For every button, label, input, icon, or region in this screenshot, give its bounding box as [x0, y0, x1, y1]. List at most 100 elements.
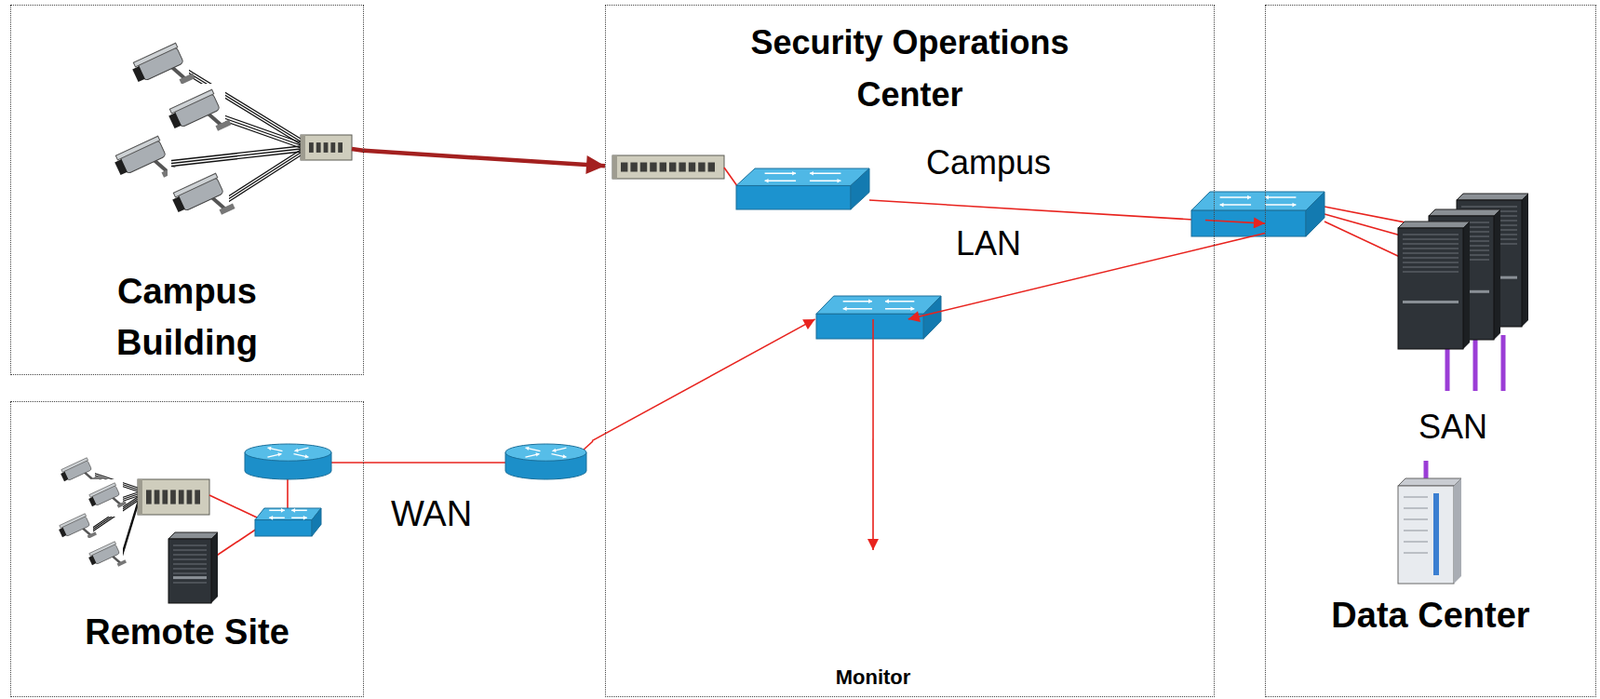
server-side — [1493, 209, 1501, 340]
network-link — [363, 150, 606, 167]
storage-side — [1453, 478, 1462, 584]
building-window — [1520, 343, 1542, 366]
building-window — [1411, 174, 1431, 198]
rack-port — [640, 162, 647, 173]
monitor-button — [924, 644, 942, 650]
wire — [1324, 221, 1400, 257]
cloud-label: SAN — [1418, 406, 1488, 447]
rack-port — [194, 489, 201, 504]
wire — [869, 200, 1194, 220]
building-window — [1333, 421, 1347, 439]
storage-slot — [1403, 519, 1428, 521]
icon-arrow — [1220, 196, 1251, 199]
control-room-photo — [624, 280, 1192, 666]
server-side — [1521, 193, 1529, 327]
wire — [582, 441, 593, 451]
desk-screen — [1009, 485, 1059, 527]
server-slot — [173, 554, 207, 556]
camera-base — [215, 119, 232, 131]
rack-port — [187, 489, 193, 504]
camera-icon — [109, 130, 178, 194]
server-side — [211, 532, 218, 604]
switch-side — [1305, 191, 1325, 237]
camera-base — [117, 500, 127, 508]
server-rack — [168, 532, 218, 604]
wire — [221, 114, 301, 143]
camera-base — [219, 202, 236, 215]
server-slot — [1402, 243, 1459, 245]
building-window — [1356, 435, 1375, 458]
photo-console — [642, 402, 1188, 526]
icon-arrowhead — [1291, 202, 1296, 208]
rack-port — [323, 142, 329, 153]
rack-port — [708, 162, 715, 173]
wire — [225, 149, 301, 199]
front-desk — [624, 537, 973, 666]
server-slot — [173, 568, 207, 570]
building-window — [57, 571, 68, 581]
console-screen — [1114, 403, 1146, 427]
rack-port — [330, 142, 336, 153]
camera-base — [179, 72, 196, 84]
camera-body-group — [166, 88, 232, 148]
icon-arrowhead — [1220, 202, 1224, 208]
switch-front — [1191, 210, 1306, 237]
router-icon — [244, 443, 332, 480]
camera-icon — [85, 537, 127, 577]
encoder-rack — [300, 134, 352, 161]
building-wall — [1285, 341, 1372, 566]
server-slot — [1402, 248, 1459, 250]
rack-port — [161, 489, 168, 504]
monitor-outline — [793, 550, 953, 658]
building-window — [1384, 361, 1403, 384]
building-window — [1411, 137, 1431, 161]
building-window — [1356, 361, 1375, 384]
person-body — [709, 484, 734, 522]
server-top — [1398, 221, 1470, 229]
console-screen — [806, 425, 839, 448]
building-window — [1439, 174, 1459, 198]
rack-case — [612, 155, 725, 179]
building-window — [1313, 451, 1327, 469]
console-screen — [755, 428, 788, 451]
screen-figure — [879, 589, 888, 608]
desk-screen — [1065, 477, 1115, 519]
icon-arrow — [885, 308, 915, 310]
icon-arrowhead — [295, 448, 299, 453]
server-slot — [173, 573, 207, 575]
icon-arrow — [843, 300, 873, 303]
building-window — [1313, 391, 1327, 409]
server-rack — [1398, 221, 1470, 350]
switch-front — [255, 520, 312, 537]
person-body — [923, 510, 948, 548]
switch-top — [736, 168, 870, 186]
camera-shield — [89, 541, 117, 557]
wire — [331, 461, 506, 464]
rack-port — [620, 162, 628, 173]
wire — [221, 120, 301, 148]
camera-body-group — [170, 172, 236, 231]
building-window — [1292, 451, 1306, 469]
icon-arrowhead — [291, 508, 296, 513]
rack-port — [649, 162, 657, 173]
building — [83, 470, 142, 601]
rack-port — [146, 489, 152, 504]
cloud-body — [266, 422, 578, 585]
camera-lens — [60, 471, 68, 482]
rack-case — [137, 479, 210, 515]
icon-arrowhead — [525, 446, 530, 451]
network-cloud: Campus LAN — [771, 121, 1206, 320]
icon-arrowhead — [765, 178, 769, 184]
screen-figure — [901, 605, 910, 625]
storage-stripe — [1433, 493, 1439, 576]
wire — [351, 148, 365, 151]
screen-figure-head — [835, 589, 843, 596]
camera-shield — [89, 483, 117, 498]
building-window — [89, 188, 100, 199]
wall-clock — [836, 362, 858, 383]
wire — [1501, 335, 1506, 391]
server-slot — [173, 559, 207, 561]
panel-heading: Security Operations Center — [705, 16, 1116, 122]
building-window — [247, 229, 261, 243]
ceiling-light — [651, 299, 695, 306]
